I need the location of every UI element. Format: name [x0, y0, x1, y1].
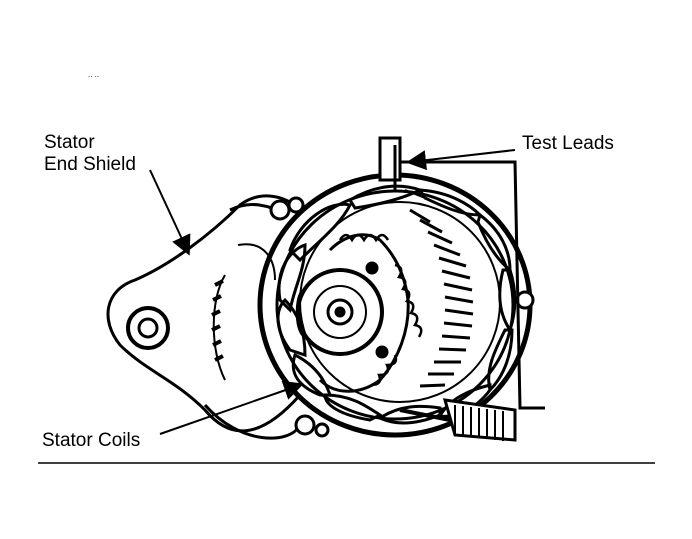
test-leads-label: Test Leads [522, 133, 614, 154]
stator-coils-windings [276, 184, 517, 425]
leader-lines [149, 149, 516, 435]
stator-end-shield-line1: Stator [44, 132, 95, 153]
rotor-hub [295, 268, 384, 356]
stator-end-shield-line2: End Shield [44, 154, 136, 175]
test-leads [378, 136, 545, 410]
stator-end-shield-label: Stator End Shield [44, 132, 136, 176]
end-shield-housing [106, 194, 302, 440]
stator-end-shield-leader [149, 169, 191, 256]
stator-laminations [409, 208, 474, 388]
mounting-bolts [269, 196, 535, 438]
stator-coils-label: Stator Coils [42, 430, 141, 451]
output-terminal [399, 398, 517, 442]
stator-coils-leader [159, 380, 304, 435]
scan-speck: .. .. [88, 70, 100, 79]
rectifier-plate [318, 233, 423, 393]
test-leads-leader [406, 149, 516, 171]
